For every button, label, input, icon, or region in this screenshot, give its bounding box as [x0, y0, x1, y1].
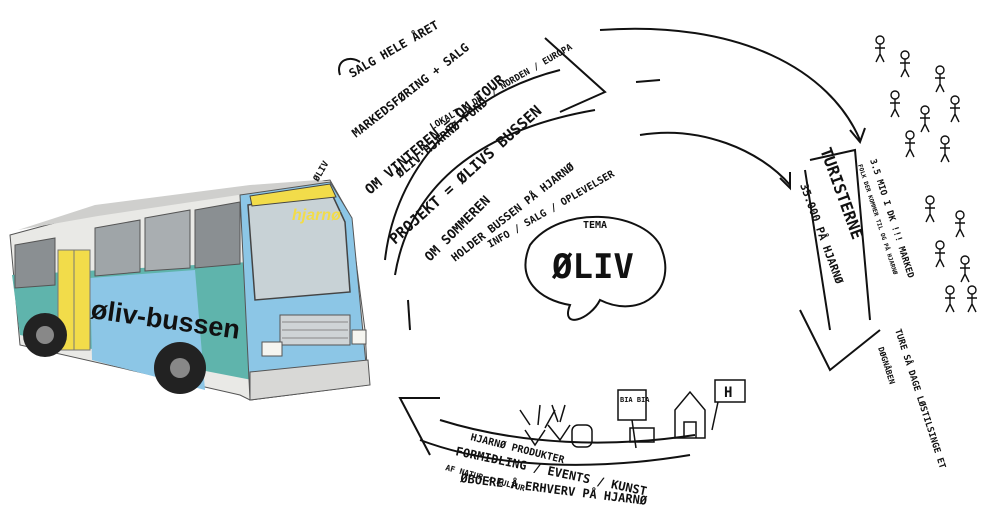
- theme-label-big: ØLIV: [551, 247, 634, 287]
- h-sign-label: H: [724, 385, 732, 401]
- products-section: BIA BIA H HJARNØ PRODUKTER FORMIDLING / …: [444, 380, 745, 508]
- arrow-head-top: [545, 38, 605, 112]
- tourists-note-open: DØGNÅBEN: [876, 346, 897, 386]
- arrow-head-bottom: [400, 398, 440, 455]
- arrow-head-right: [800, 310, 880, 370]
- center-theme: TEMA ØLIV: [526, 217, 666, 320]
- tourists-section: TURISTERNE 35.000 PÅ HJARNØ 3.5 MIO I DK…: [797, 36, 977, 471]
- bia-label: BIA BIA: [620, 396, 650, 404]
- tourists-note-days: TURE SÅ DAGE LØSTILSINGE ET: [892, 328, 948, 471]
- bus-windshield-text: hjarnø: [292, 207, 341, 224]
- house-icon: [675, 392, 705, 438]
- outer-cycle-text: SALG HELE ÅRET MARKEDSFØRING + SALG OM V…: [346, 17, 617, 265]
- arrow-middle-right: [640, 133, 790, 185]
- theme-label-small: TEMA: [583, 220, 607, 231]
- arrow-top-right: [600, 29, 860, 140]
- bus-illustration: øliv-bussen hjarnø ØLIV: [10, 159, 370, 400]
